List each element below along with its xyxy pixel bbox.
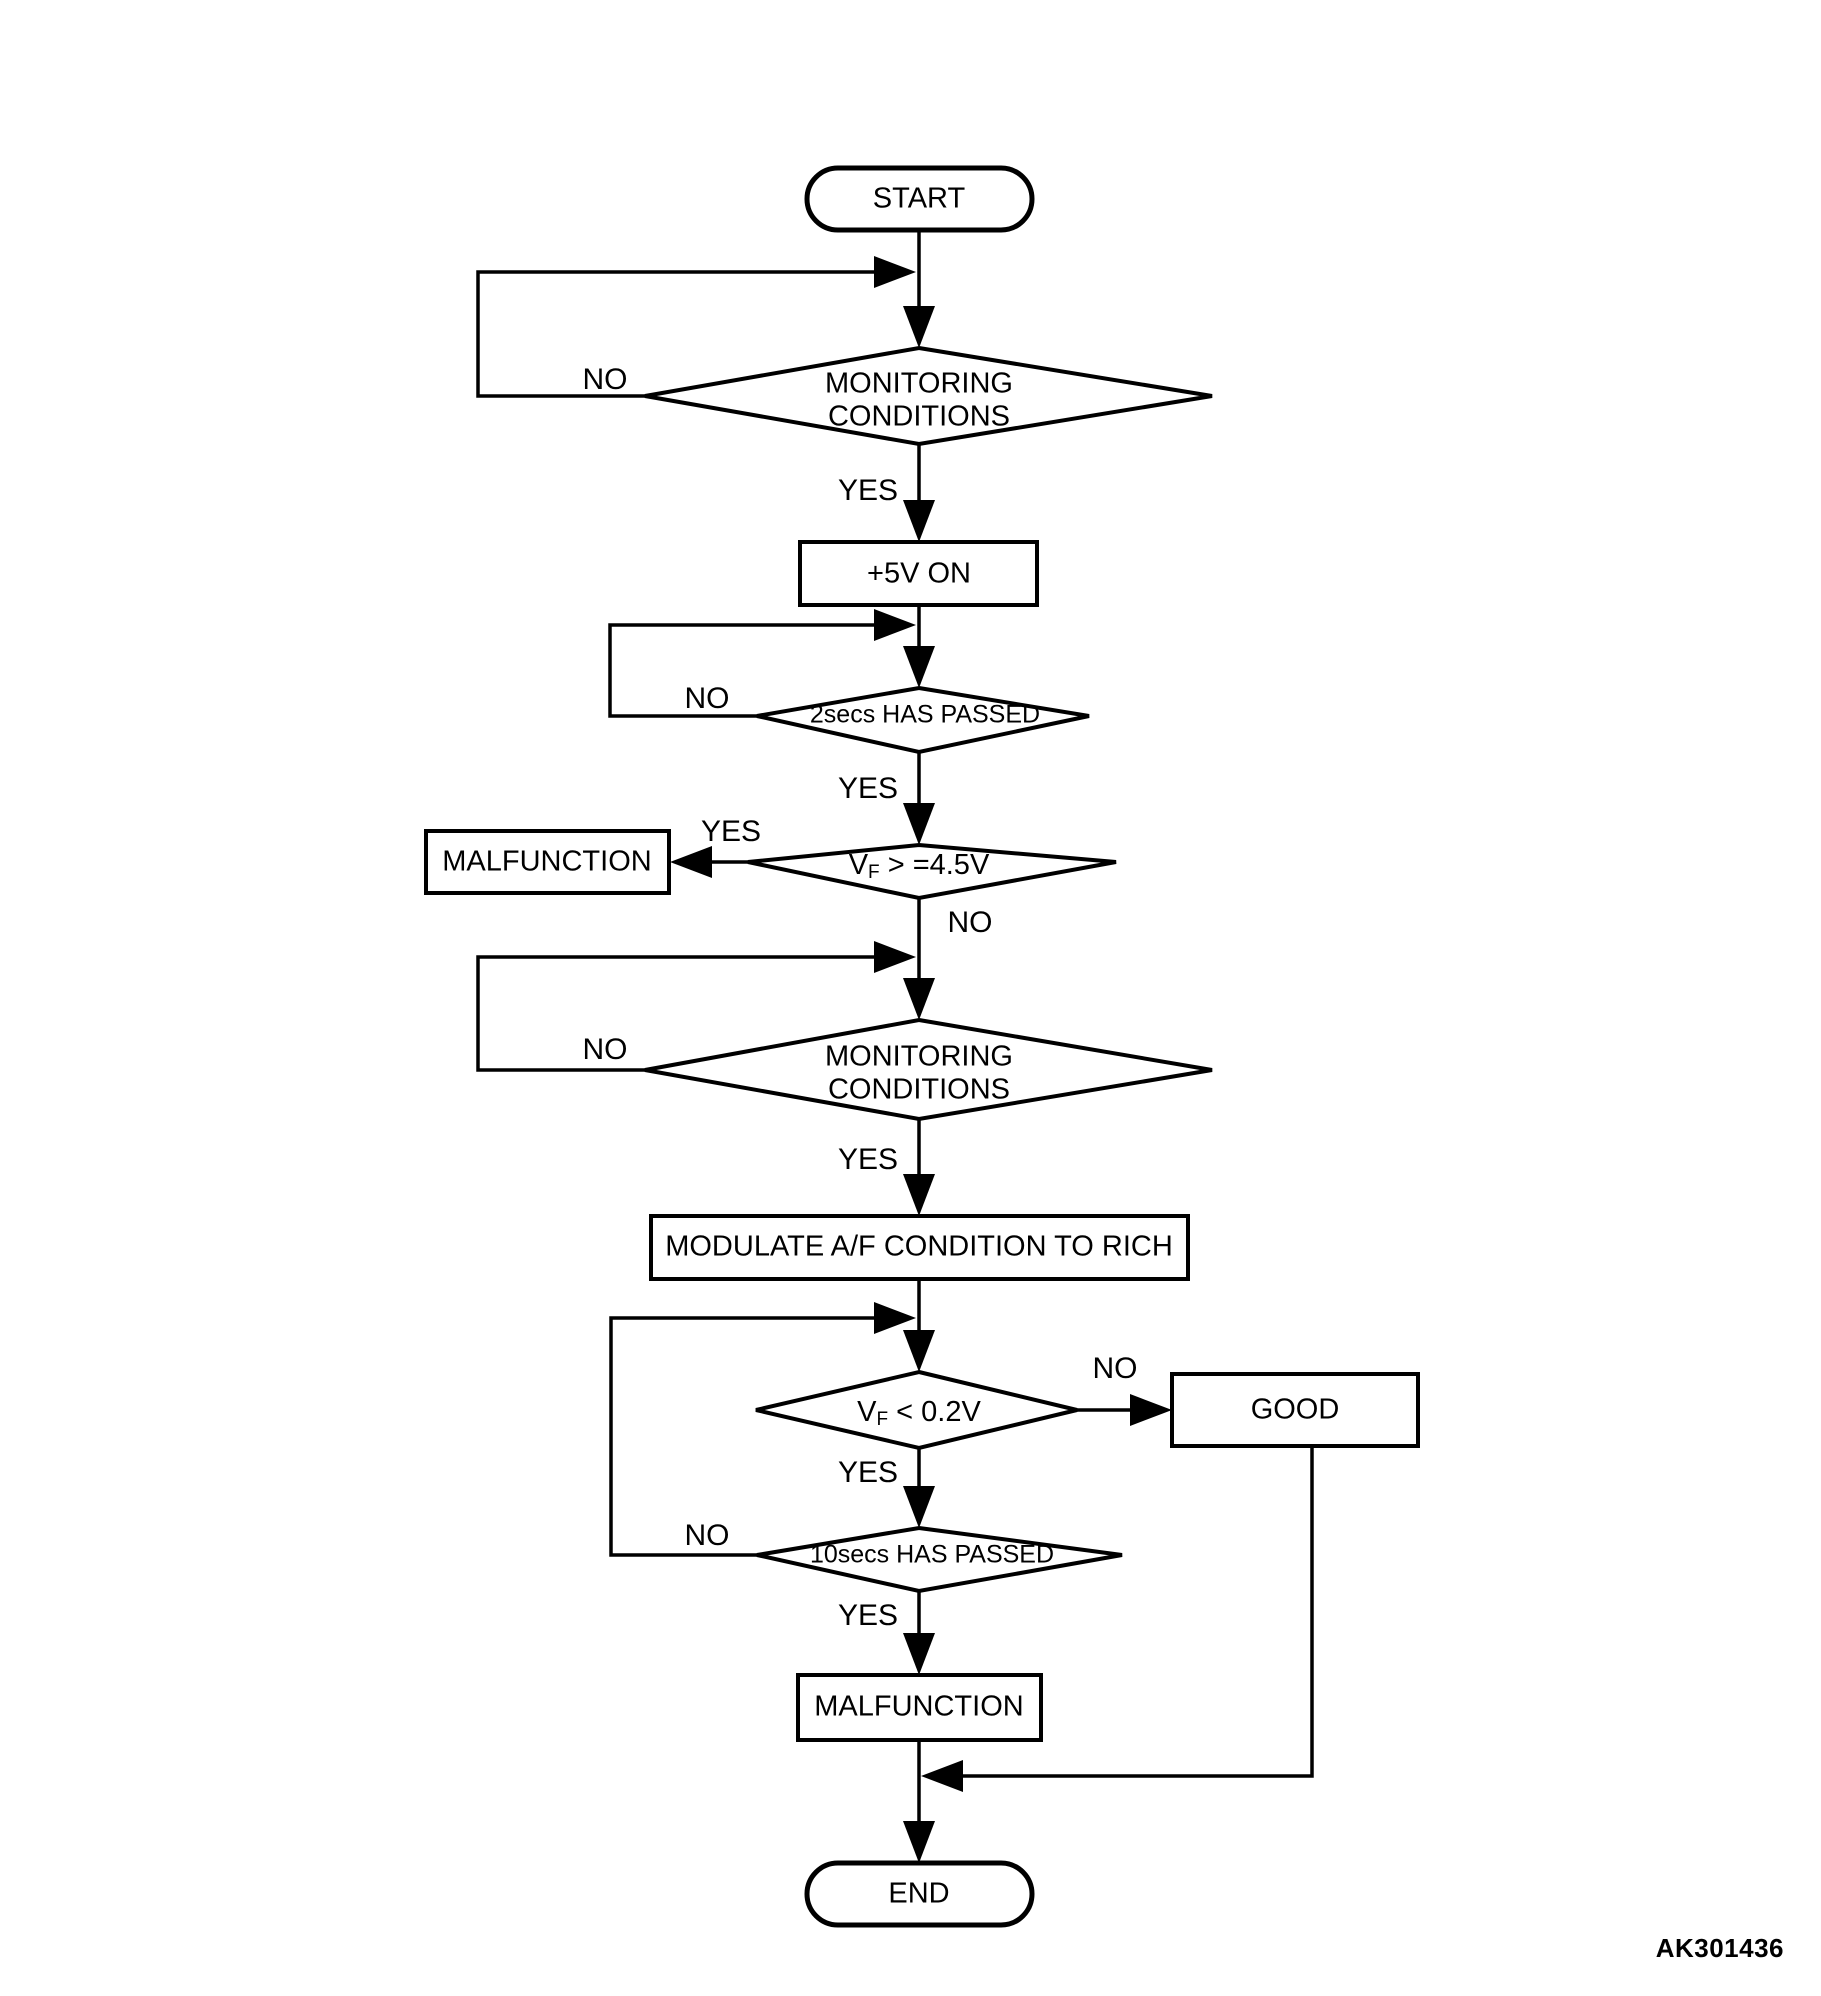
edge-monitoring2-yes <box>903 1119 935 1216</box>
node-vf-lt-0-2v-label: VF < 0.2V <box>857 1396 981 1430</box>
edge-label-twosecs-no: NO <box>685 682 730 715</box>
edge-start-to-monitoring1 <box>903 230 935 348</box>
edge-label-vfge-yes: YES <box>701 815 761 848</box>
edge-malfunction2-to-end <box>903 1740 935 1863</box>
node-monitoring-conditions-2-label-line1: MONITORING <box>825 1041 1013 1073</box>
node-good-label: GOOD <box>1251 1394 1340 1426</box>
edge-label-monitoring1-yes: YES <box>838 474 898 507</box>
edge-vflt-no-to-good <box>1077 1394 1172 1426</box>
vf-lt-rest: < 0.2V <box>888 1396 981 1428</box>
node-vf-ge-4-5v: VF > =4.5V <box>747 842 1117 901</box>
edge-tensecs-no-loop <box>609 1302 916 1557</box>
node-malfunction-2: MALFUNCTION <box>796 1673 1043 1742</box>
edge-label-tensecs-no: NO <box>685 1519 730 1552</box>
node-five-volt-on-label: +5V ON <box>867 558 971 590</box>
edge-vfge-yes-to-malfunction <box>670 846 748 878</box>
node-start-label: START <box>873 183 966 215</box>
vf-ge-subscript: F <box>868 862 880 883</box>
node-monitoring-conditions-1-label-line2: CONDITIONS <box>828 401 1010 433</box>
edge-modulate-to-vflt <box>903 1279 935 1372</box>
node-vf-ge-4-5v-label: VF > =4.5V <box>849 849 990 883</box>
edge-good-to-end-merge <box>921 1446 1314 1792</box>
node-modulate-af-label: MODULATE A/F CONDITION TO RICH <box>665 1231 1173 1263</box>
edge-twosecs-no-loop <box>608 609 916 718</box>
edge-monitoring1-yes <box>903 444 935 542</box>
figure-code-label: AK301436 <box>1656 1933 1784 1963</box>
node-vf-lt-0-2v: VF < 0.2V <box>755 1369 1078 1451</box>
node-modulate-af: MODULATE A/F CONDITION TO RICH <box>649 1214 1190 1281</box>
edge-fivevolt-to-twosecs <box>903 605 935 688</box>
node-monitoring-conditions-1-label-line1: MONITORING <box>825 368 1013 400</box>
node-end-label: END <box>888 1878 949 1910</box>
edge-label-vflt-no: NO <box>1093 1352 1138 1385</box>
node-good: GOOD <box>1170 1372 1420 1448</box>
node-two-secs-has-passed-label: 2secs HAS PASSED <box>810 701 1040 729</box>
edge-monitoring2-no-loop <box>476 941 916 1072</box>
node-five-volt-on: +5V ON <box>798 540 1039 607</box>
node-malfunction-2-label: MALFUNCTION <box>814 1691 1023 1723</box>
vf-lt-symbol: V <box>857 1396 877 1428</box>
edge-monitoring1-no-loop <box>476 256 916 398</box>
node-monitoring-conditions-1: MONITORING CONDITIONS <box>644 345 1213 447</box>
node-ten-secs-has-passed: 10secs HAS PASSED <box>756 1525 1123 1594</box>
node-end: END <box>804 1860 1035 1928</box>
node-malfunction-1-label: MALFUNCTION <box>442 846 651 878</box>
vf-lt-subscript: F <box>877 1409 889 1430</box>
vf-ge-rest: > =4.5V <box>880 849 990 881</box>
edge-label-vflt-yes: YES <box>838 1456 898 1489</box>
edge-tensecs-yes <box>903 1591 935 1675</box>
node-start: START <box>804 165 1035 233</box>
node-two-secs-has-passed: 2secs HAS PASSED <box>756 685 1090 755</box>
edge-label-tensecs-yes: YES <box>838 1599 898 1632</box>
edge-label-twosecs-yes: YES <box>838 772 898 805</box>
edge-label-vfge-no: NO <box>948 906 993 939</box>
vf-ge-symbol: V <box>849 849 869 881</box>
edge-vflt-yes <box>903 1448 935 1528</box>
edge-twosecs-yes <box>903 752 935 845</box>
edge-label-monitoring2-yes: YES <box>838 1143 898 1176</box>
node-ten-secs-has-passed-label: 10secs HAS PASSED <box>810 1541 1054 1569</box>
edge-vfge-no <box>903 898 935 1020</box>
node-monitoring-conditions-2: MONITORING CONDITIONS <box>644 1017 1213 1122</box>
node-monitoring-conditions-2-label-line2: CONDITIONS <box>828 1074 1010 1106</box>
edge-label-monitoring2-no: NO <box>583 1033 628 1066</box>
node-malfunction-1: MALFUNCTION <box>424 829 671 895</box>
edge-label-monitoring1-no: NO <box>583 363 628 396</box>
